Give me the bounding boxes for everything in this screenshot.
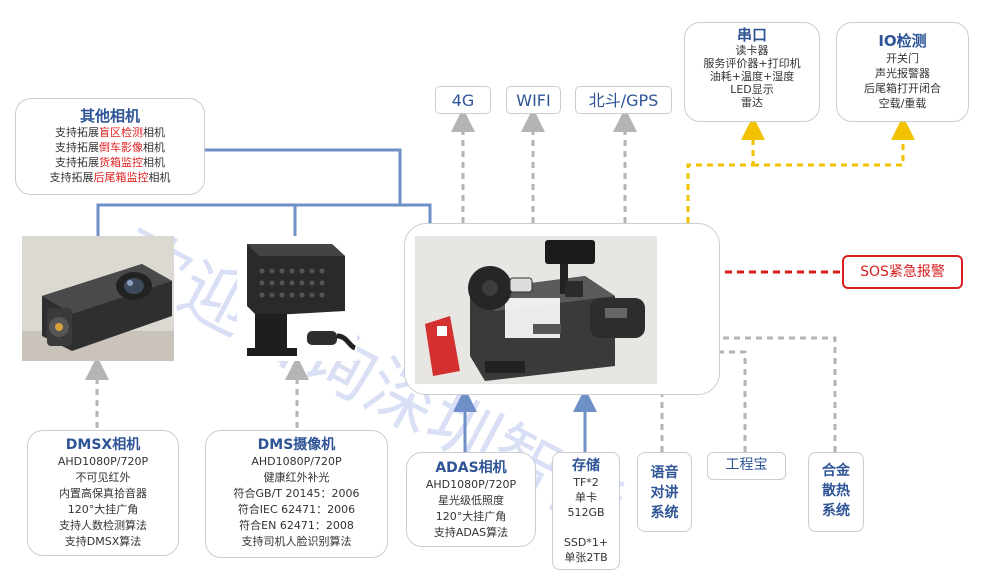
4g-box: 4G — [435, 86, 491, 114]
other-cameras-lines: 支持拓展盲区检测相机支持拓展倒车影像相机支持拓展货箱监控相机支持拓展后尾箱监控相… — [16, 125, 204, 185]
dms-line: AHD1080P/720P — [251, 455, 342, 468]
wifi-label: WIFI — [516, 91, 551, 110]
serial-title: 串口 — [736, 26, 767, 44]
adas-line: AHD1080P/720P — [425, 478, 517, 491]
storage-line: 512GB — [567, 506, 605, 519]
other-cameras-box: 其他相机 支持拓展盲区检测相机支持拓展倒车影像相机支持拓展货箱监控相机支持拓展后… — [15, 98, 205, 195]
gps-box: 北斗/GPS — [575, 86, 672, 114]
dmsx-line: 支持人数检测算法 — [59, 519, 147, 532]
adas-line: 星光级低照度 — [438, 494, 504, 507]
io-line: 开关门 — [886, 52, 919, 65]
other-camera-line-pre: 支持拓展 — [55, 141, 99, 154]
storage-lines: TF*2 单卡 512GB SSD*1+ 单张2TB — [553, 475, 619, 565]
dms-camera-image — [237, 236, 357, 361]
serial-line: 读卡器 — [735, 44, 769, 57]
voice-box: 语音对讲系统 — [637, 452, 692, 532]
io-title: IO检测 — [878, 32, 927, 50]
dmsx-line: AHD1080P/720P — [57, 455, 149, 468]
io-line: 空载/重载 — [878, 97, 927, 110]
dms-line: 符合EN 62471：2008 — [239, 519, 354, 532]
other-camera-line-post: 相机 — [148, 171, 171, 184]
sos-box: SOS紧急报警 — [842, 255, 963, 289]
dmsx-box: DMSX相机 AHD1080P/720P 不可见红外内置高保真拾音器 120°大挂广… — [27, 430, 179, 556]
dms-title: DMS摄像机 — [257, 437, 336, 453]
other-cameras-title: 其他相机 — [79, 107, 140, 125]
gcb-label: 工程宝 — [725, 457, 768, 473]
dms-line: 符合GB/T 20145：2006 — [233, 487, 360, 500]
serial-line: LED显示 — [730, 83, 774, 96]
other-camera-line-hl: 货箱监控 — [99, 156, 143, 169]
storage-line: 单张2TB — [564, 551, 608, 564]
io-box: IO检测 开关门声光报警器后尾箱打开闭合空载/重载 — [836, 22, 969, 122]
dms-lines: AHD1080P/720P 健康红外补光符合GB/T 20145：2006 符合IE… — [206, 454, 387, 550]
dms-line: 健康红外补光 — [263, 471, 330, 484]
sos-label: SOS紧急报警 — [860, 264, 945, 280]
voice-label: 语音对讲系统 — [650, 465, 679, 521]
other-camera-line-post: 相机 — [143, 126, 165, 139]
gps-label: 北斗/GPS — [588, 91, 659, 110]
wifi-box: WIFI — [506, 86, 561, 114]
other-camera-line-post: 相机 — [143, 156, 165, 169]
other-camera-line-pre: 支持拓展 — [55, 156, 99, 169]
other-camera-line: 支持拓展后尾箱监控相机 — [16, 170, 204, 185]
storage-line: 单卡 — [575, 491, 597, 504]
other-camera-line-hl: 倒车影像 — [99, 141, 143, 154]
other-camera-line-pre: 支持拓展 — [49, 171, 94, 184]
adas-title: ADAS相机 — [435, 460, 507, 476]
other-camera-line-hl: 盲区检测 — [99, 126, 143, 139]
dmsx-lines: AHD1080P/720P 不可见红外内置高保真拾音器 120°大挂广角支持人数检测… — [28, 454, 178, 550]
dmsx-line: 支持DMSX算法 — [64, 535, 142, 548]
dmsx-line: 120°大挂广角 — [67, 503, 139, 516]
adas-lines: AHD1080P/720P 星光级低照度 120°大挂广角支持ADAS算法 — [407, 477, 535, 541]
storage-line: SSD*1+ — [563, 536, 609, 549]
adas-line: 支持ADAS算法 — [433, 526, 509, 539]
dmsx-line: 内置高保真拾音器 — [59, 487, 147, 500]
alloy-label: 合金散热系统 — [822, 463, 850, 519]
4g-label: 4G — [451, 91, 475, 110]
serial-line: 雷达 — [741, 96, 763, 109]
other-camera-line-post: 相机 — [143, 141, 165, 154]
dms-box: DMS摄像机 AHD1080P/720P 健康红外补光符合GB/T 20145：2… — [205, 430, 388, 558]
io-line: 声光报警器 — [875, 67, 930, 80]
other-camera-line: 支持拓展货箱监控相机 — [16, 155, 204, 170]
other-camera-line-hl: 后尾箱监控 — [93, 171, 149, 184]
dmsx-camera-image — [22, 236, 174, 361]
dms-line: 符合IEC 62471：2006 — [237, 503, 356, 516]
storage-line — [553, 520, 619, 535]
io-lines: 开关门声光报警器后尾箱打开闭合空载/重载 — [837, 51, 968, 111]
other-camera-line: 支持拓展倒车影像相机 — [16, 140, 204, 155]
gcb-box: 工程宝 — [707, 452, 786, 480]
serial-line: 油耗+温度+湿度 — [709, 70, 795, 83]
dmsx-title: DMSX相机 — [65, 437, 141, 453]
camera-bus-lines — [96, 148, 432, 236]
alloy-box: 合金散热系统 — [808, 452, 864, 532]
storage-title: 存储 — [572, 458, 600, 474]
storage-line: TF*2 — [573, 476, 599, 489]
other-camera-line-pre: 支持拓展 — [55, 126, 99, 139]
network-dashed-lines — [451, 108, 637, 223]
storage-box: 存储 TF*2 单卡 512GB SSD*1+ 单张2TB — [552, 452, 620, 570]
serial-line: 服务评价器+打印机 — [703, 57, 801, 70]
adas-storage-lines — [453, 388, 597, 452]
io-dashed-lines — [686, 116, 915, 223]
camera-input-dashed — [85, 356, 309, 428]
adas-box: ADAS相机 AHD1080P/720P 星光级低照度 120°大挂广角支持ADAS… — [406, 452, 536, 547]
adas-line: 120°大挂广角 — [435, 510, 507, 523]
dmsx-line: 不可见红外 — [75, 471, 131, 484]
dms-line: 支持司机人脸识别算法 — [241, 535, 352, 548]
other-camera-line: 支持拓展盲区检测相机 — [16, 125, 204, 140]
main-device-image — [415, 236, 657, 384]
io-line: 后尾箱打开闭合 — [864, 82, 941, 95]
